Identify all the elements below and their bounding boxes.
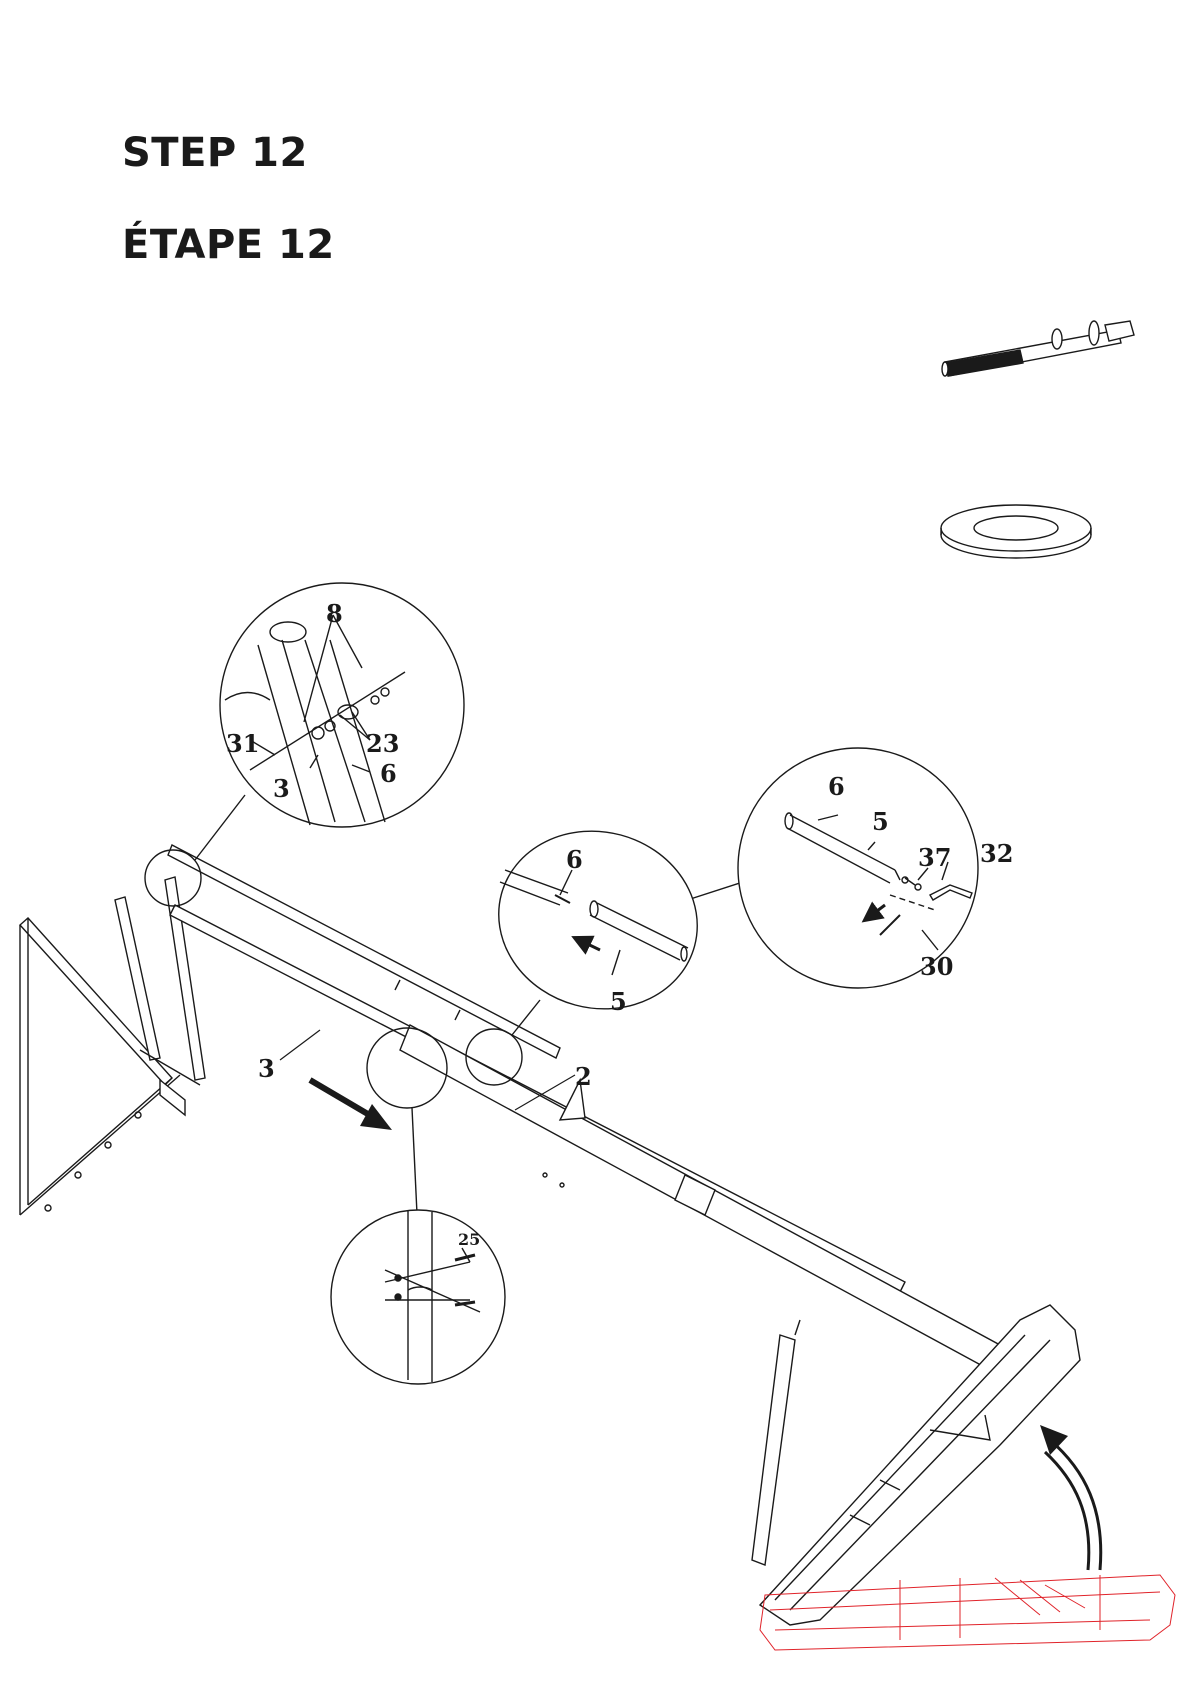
callout-part-23: 23 [366, 729, 399, 758]
callout-part-3-detail: 3 [273, 774, 290, 803]
washer-hardware-icon [941, 505, 1091, 558]
callout-part-6-detail: 6 [380, 759, 397, 788]
callout-part-31: 31 [226, 729, 259, 758]
callout-part-5-middle: 5 [610, 987, 627, 1016]
callout-part-2-main: 2 [575, 1062, 592, 1091]
callout-part-37: 37 [918, 843, 951, 872]
callout-part-32: 32 [980, 839, 1013, 868]
callout-part-25: 25 [458, 1230, 480, 1249]
callout-part-3-main: 3 [258, 1054, 275, 1083]
callout-part-8: 8 [326, 599, 343, 628]
bolt-hardware-icon [942, 321, 1134, 376]
callout-part-5-right: 5 [872, 807, 889, 836]
rotate-base-arrow [1050, 1440, 1101, 1570]
callout-part-6-right: 6 [828, 772, 845, 801]
callout-part-6-middle: 6 [566, 845, 583, 874]
callout-part-30: 30 [920, 952, 953, 981]
detail-circle-middle [479, 809, 718, 1031]
